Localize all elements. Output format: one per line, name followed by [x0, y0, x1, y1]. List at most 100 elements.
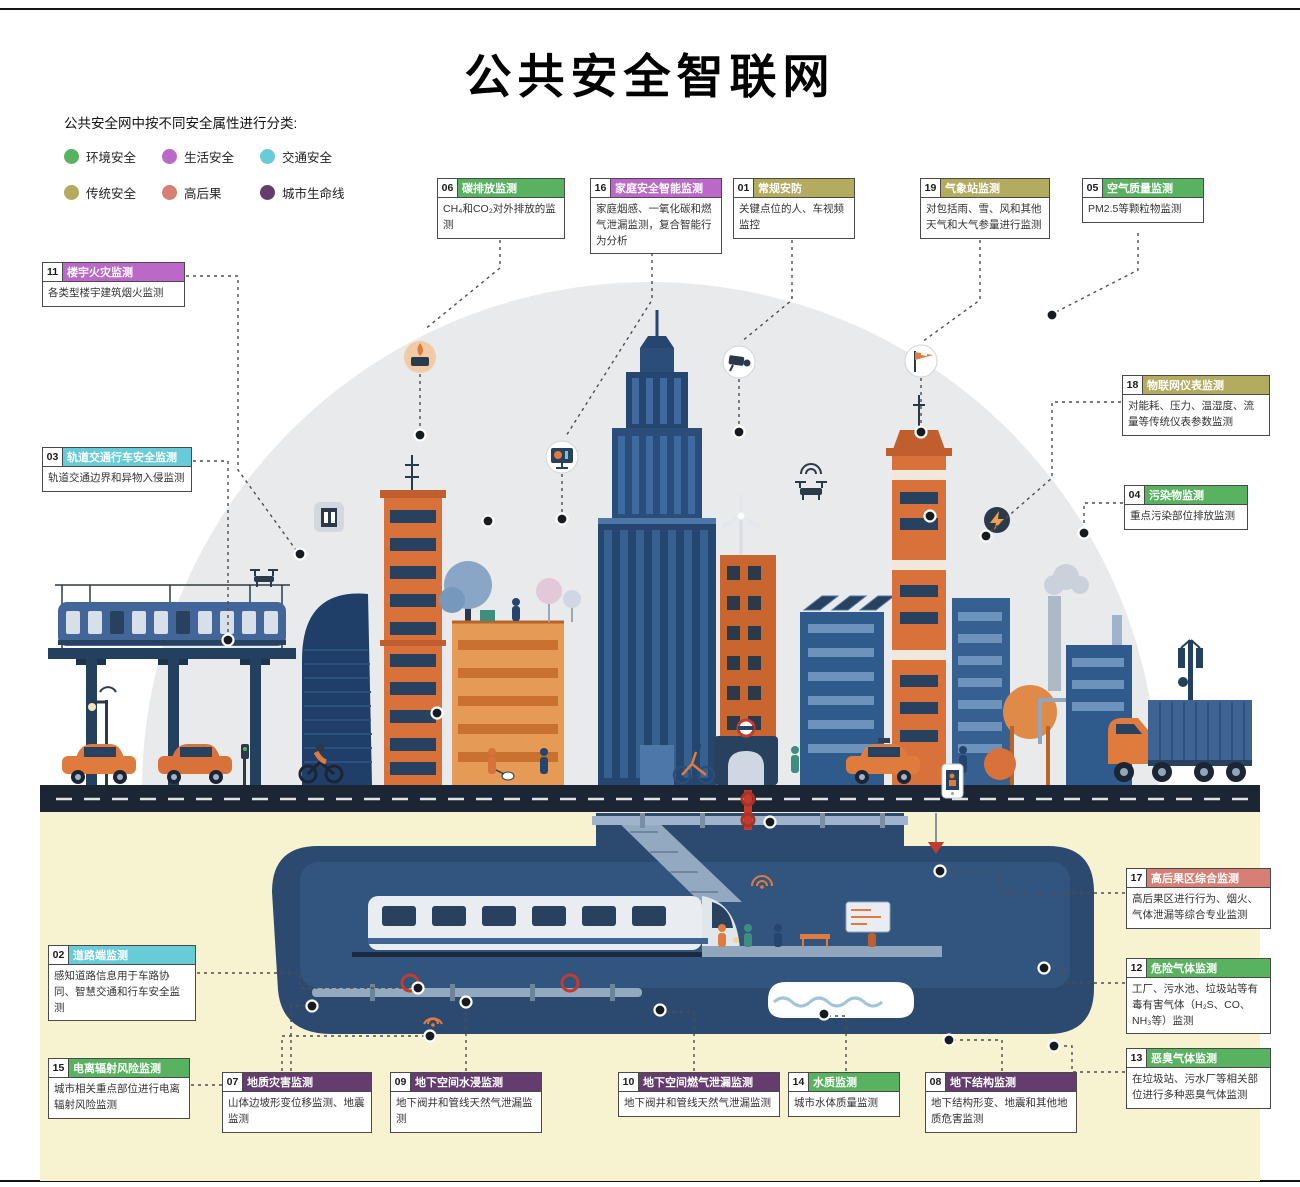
groundwater-pocket	[768, 982, 914, 1018]
sensor-node	[430, 706, 444, 720]
subway-platform	[702, 875, 942, 957]
callout-number: 09	[391, 1073, 411, 1091]
callout-desc: CH₄和CO₂对外排放的监测	[437, 198, 565, 239]
sensor-node	[1047, 1039, 1061, 1053]
sensor-node	[413, 428, 427, 442]
pedestrian	[791, 746, 799, 773]
callout-number: 05	[1083, 179, 1103, 197]
callout-desc: 山体边坡形变位移监测、地震监测	[222, 1092, 372, 1133]
valve-icon	[740, 790, 756, 830]
page-title: 公共安全智联网	[464, 50, 836, 103]
callout-number: 19	[921, 179, 941, 197]
legend-label: 城市生命线	[282, 187, 345, 201]
cctv-camera-icon	[722, 345, 756, 379]
buried-pipeline	[312, 973, 642, 1001]
sensor-node	[411, 981, 425, 995]
callout-title: 地质灾害监测	[243, 1073, 371, 1091]
pedestrian	[488, 748, 515, 781]
legend-item-high-consequence: 高后果	[162, 183, 260, 202]
car	[158, 744, 232, 784]
callout-title: 水质监测	[809, 1073, 899, 1091]
callout-desc: 对包括雨、雪、风和其他天气和大气参量进行监测	[920, 198, 1050, 239]
callout-number: 18	[1123, 376, 1143, 394]
callout-title: 碳排放监测	[458, 179, 564, 197]
sensor-node	[305, 999, 319, 1013]
callout-number: 12	[1127, 959, 1147, 977]
olive-dot-icon	[64, 185, 79, 200]
callout-number: 08	[926, 1073, 946, 1091]
road	[40, 785, 1260, 812]
cyan-dot-icon	[260, 149, 275, 164]
callout-title: 地下结构监测	[946, 1073, 1076, 1091]
container-truck	[1108, 700, 1252, 782]
legend-item-life: 生活安全	[162, 147, 260, 166]
sensor-node	[817, 1007, 831, 1021]
telecom-mast	[1178, 639, 1203, 740]
top-rule	[0, 8, 1300, 10]
callout-desc: 对能耗、压力、温湿度、流量等传统仪表参数监测	[1122, 395, 1270, 436]
sensor-node	[914, 425, 928, 439]
sensor-node	[942, 1033, 956, 1047]
cyclist	[672, 742, 716, 785]
orange-tower	[380, 455, 446, 785]
salmon-dot-icon	[162, 185, 177, 200]
car	[62, 744, 136, 784]
callout-title: 恶臭气体监测	[1147, 1049, 1270, 1067]
sensor-node	[653, 1003, 667, 1017]
curved-building	[302, 593, 372, 785]
callout-desc: 地下结构形变、地震和其他地质危害监测	[925, 1092, 1077, 1133]
callout-number: 01	[734, 179, 754, 197]
callout-desc: 重点污染部位排放监测	[1124, 505, 1248, 530]
callout-title: 楼宇火灾监测	[63, 263, 184, 281]
drone-icon	[250, 569, 278, 587]
green-dot-icon	[64, 149, 79, 164]
sensor-node	[221, 633, 235, 647]
callout-desc: 地下阀井和管线天然气泄漏监测	[390, 1092, 542, 1133]
callout-title: 危险气体监测	[1147, 959, 1270, 977]
callout-desc: 工厂、污水池、垃圾站等有毒有害气体（H₂S、CO、NH₃等）监测	[1126, 978, 1271, 1035]
tree	[439, 561, 492, 628]
pipeline-sensor	[928, 813, 944, 854]
sensor-node	[732, 425, 746, 439]
wifi-icon	[800, 463, 822, 475]
central-skyscraper	[598, 310, 716, 785]
callout-title: 空气质量监测	[1103, 179, 1203, 197]
callout-desc: 家庭烟感、一氧化碳和燃气泄漏监测，复合智能行为分析	[590, 198, 722, 255]
wifi-icon	[751, 875, 773, 889]
sensor-node	[423, 1029, 437, 1043]
clock-tower	[886, 395, 952, 785]
info-board	[845, 901, 891, 933]
wifi-icon	[99, 686, 117, 693]
callout-title: 物联网仪表监测	[1143, 376, 1269, 394]
callout-desc: 各类型楼宇建筑烟火监测	[42, 282, 185, 307]
callout-title: 家庭安全智能监测	[611, 179, 721, 197]
legend-label: 交通安全	[282, 151, 333, 165]
metro-entrance	[714, 718, 778, 785]
callout-desc: 感知道路信息用于车路协同、智慧交通和行车安全监测	[48, 965, 196, 1022]
callout-desc: 轨道交通边界和异物入侵监测	[42, 467, 192, 492]
callout-desc: PM2.5等颗粒物监测	[1082, 198, 1204, 223]
sensor-node	[933, 864, 947, 878]
sensor-node	[1077, 526, 1091, 540]
elevator-icon	[314, 502, 344, 532]
wind-turbine	[720, 494, 762, 560]
surface-pipeline	[592, 790, 908, 830]
callout-number: 17	[1127, 869, 1147, 887]
callout-title: 污染物监测	[1145, 486, 1247, 504]
purple-dot-icon	[260, 185, 275, 200]
callout-title: 电离辐射风险监测	[69, 1059, 189, 1077]
